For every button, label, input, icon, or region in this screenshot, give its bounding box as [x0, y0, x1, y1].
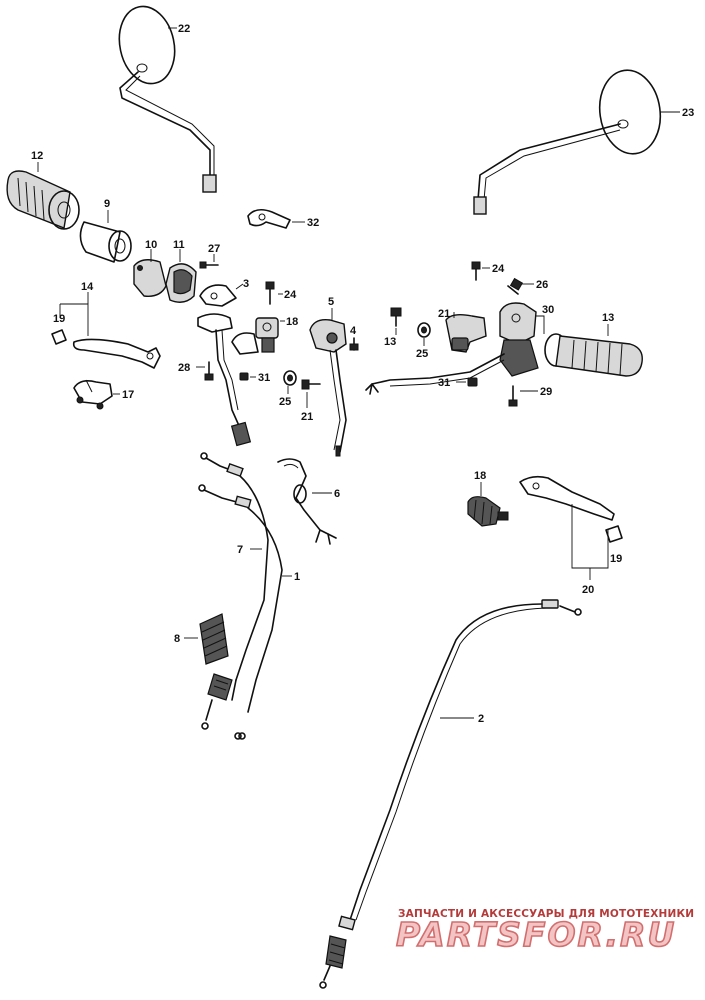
callout-22: 22	[178, 23, 190, 35]
part-screw-21-right	[390, 307, 402, 327]
part-grip-right	[544, 333, 643, 377]
callout-14: 14	[81, 281, 94, 293]
part-lever-cover-right	[605, 525, 623, 543]
callout-17: 17	[122, 389, 134, 401]
callout-19b: 19	[610, 553, 622, 565]
callout-3: 3	[243, 278, 249, 290]
part-washer-25-right	[417, 322, 431, 338]
callout-31a: 31	[258, 372, 270, 384]
part-screw-26	[507, 277, 524, 295]
callout-7: 7	[237, 544, 243, 556]
part-screw-24-right	[471, 261, 481, 281]
part-cable-adjuster	[201, 673, 233, 730]
part-cable-boot	[199, 613, 229, 665]
part-brake-lever-holder	[445, 313, 487, 353]
watermark-tagline: ЗАПЧАСТИ И АКСЕССУАРЫ ДЛЯ МОТОТЕХНИКИ	[398, 908, 694, 920]
callout-18a: 21	[438, 308, 450, 320]
callout-23: 23	[682, 107, 694, 119]
callout-12: 12	[31, 150, 43, 162]
callout-2: 2	[478, 713, 484, 725]
callout-13: 13	[602, 312, 614, 324]
callout-24a: 24	[284, 289, 297, 301]
part-throttle-housing-lower	[165, 263, 197, 303]
callout-31b: 31	[438, 377, 450, 389]
part-throttle-cable-7	[200, 452, 269, 740]
part-switch-15	[231, 317, 279, 355]
callout-9: 9	[104, 198, 110, 210]
callout-21a: 13	[384, 336, 396, 348]
callout-32: 32	[307, 217, 319, 229]
part-lever-adjuster	[467, 496, 509, 527]
part-brake-lever	[519, 475, 615, 521]
callout-27: 27	[208, 243, 220, 255]
part-throttle-cable-1	[198, 484, 283, 740]
callout-1: 1	[294, 571, 300, 583]
callout-8: 8	[174, 633, 180, 645]
part-mirror-left	[118, 5, 217, 193]
watermark-logo: PARTSFOR.RU	[396, 915, 676, 954]
callout-19a: 19	[53, 313, 65, 325]
callout-4: 30	[542, 304, 554, 316]
callout-11: 11	[173, 239, 185, 251]
part-lever-cover-left	[51, 329, 67, 345]
callout-29: 29	[540, 386, 552, 398]
callout-6: 6	[334, 488, 340, 500]
callout-28: 28	[178, 362, 190, 374]
callout-26: 26	[536, 279, 548, 291]
callout-10: 10	[145, 239, 157, 251]
callout-5: 5	[328, 296, 334, 308]
watermark: ЗАПЧАСТИ И АКСЕССУАРЫ ДЛЯ МОТОТЕХНИКИ PA…	[395, 908, 694, 955]
part-grip-left	[6, 170, 80, 230]
part-switch-housing-right	[365, 302, 539, 395]
part-stop-switch-cable	[277, 458, 337, 545]
callout-18b: 18	[474, 470, 486, 482]
callout-25a: 25	[416, 348, 428, 360]
part-nut-31-right	[467, 377, 478, 387]
callout-25b: 25	[279, 396, 291, 408]
part-nut-31-left	[239, 372, 249, 381]
part-screw-21-left	[301, 379, 321, 390]
part-throttle-pipe	[79, 221, 132, 263]
part-screw-29	[508, 385, 518, 407]
callout-15: 18	[286, 316, 298, 328]
part-screw-27	[199, 261, 219, 269]
part-screw-28	[204, 361, 214, 381]
part-screw-24-left	[265, 281, 275, 305]
part-clutch-cable	[319, 599, 582, 989]
part-screw-30	[349, 337, 359, 351]
part-clutch-lever	[72, 338, 161, 369]
part-washer-25-left	[283, 370, 297, 386]
callout-21b: 21	[301, 411, 313, 423]
part-throttle-housing-upper	[133, 259, 167, 297]
callout-30: 4	[350, 325, 357, 337]
part-mirror-right	[473, 69, 662, 215]
part-cable-clip	[247, 208, 291, 229]
callout-20: 20	[582, 584, 594, 596]
part-lever-holder-left	[197, 284, 252, 447]
part-switch-housing-left	[309, 319, 347, 457]
part-bracket-17	[73, 379, 113, 410]
callout-24b: 24	[492, 263, 505, 275]
